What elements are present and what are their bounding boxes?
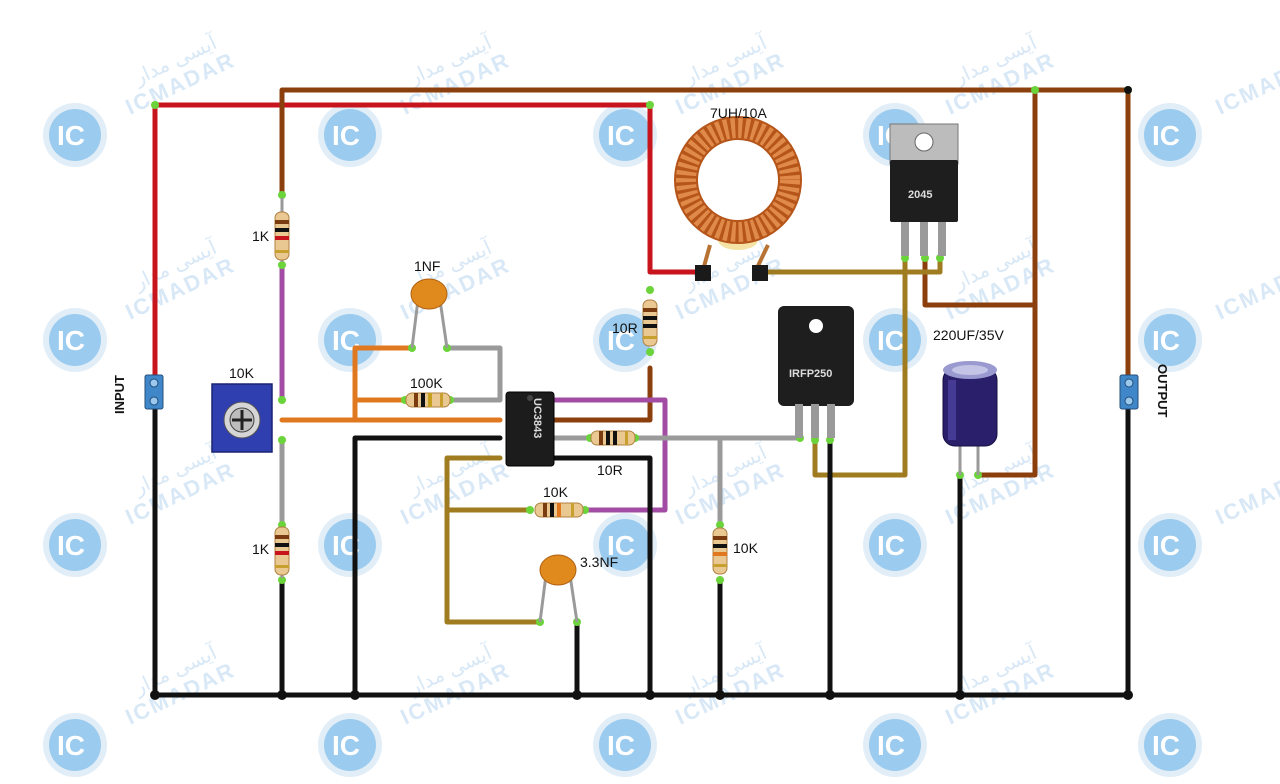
- input-terminal[interactable]: [144, 374, 164, 410]
- wire-brown-gate: [552, 365, 653, 423]
- svg-text:IC: IC: [1152, 730, 1180, 761]
- svg-text:IC: IC: [877, 730, 905, 761]
- wire-brown-cap: [975, 87, 1038, 478]
- resistor-1k-top[interactable]: [274, 198, 290, 262]
- svg-text:IC: IC: [57, 325, 85, 356]
- svg-text:IC: IC: [607, 530, 635, 561]
- diode-2045[interactable]: 2045: [889, 123, 959, 256]
- cap-1nf-label: 1NF: [414, 258, 440, 274]
- wires: [152, 87, 1131, 698]
- wire-black-cs: [552, 455, 653, 698]
- r-100k-label: 100K: [410, 375, 443, 391]
- svg-text:IC: IC: [1152, 325, 1180, 356]
- inductor-label: 7UH/10A: [710, 105, 767, 121]
- wire-olive-drain: [812, 255, 908, 478]
- resistor-10r-vertical[interactable]: [642, 299, 658, 347]
- svg-text:IC: IC: [607, 325, 635, 356]
- r-10r-horizontal-label: 10R: [597, 462, 623, 478]
- capacitor-3n3[interactable]: [538, 554, 579, 623]
- svg-text:ICMADAR: ICMADAR: [1212, 47, 1280, 119]
- mosfet-irfp250[interactable]: IRFP250: [778, 306, 854, 438]
- pot-label: 10K: [229, 365, 255, 381]
- r-10k-vertical-label: 10K: [733, 540, 759, 556]
- svg-text:ICMADAR: ICMADAR: [1212, 252, 1280, 324]
- svg-text:UC3843: UC3843: [531, 398, 543, 438]
- r-10r-vertical-label: 10R: [612, 320, 638, 336]
- r-top-label: 1K: [252, 228, 270, 244]
- cap-elec-label: 220UF/35V: [933, 327, 1004, 343]
- wire-gray-cap: [444, 345, 503, 403]
- wire-olive-rc: [444, 455, 543, 625]
- svg-text:IC: IC: [877, 325, 905, 356]
- wire-orange-comp: [352, 345, 415, 423]
- svg-text:IC: IC: [332, 120, 360, 151]
- r-10k-horizontal-label: 10K: [543, 484, 569, 500]
- junction-dots: [150, 86, 1133, 700]
- cap-3n3-label: 3.3NF: [580, 554, 618, 570]
- inductor-toroid[interactable]: [674, 116, 802, 281]
- capacitor-220uf[interactable]: [942, 361, 998, 475]
- potentiometer-10k[interactable]: [211, 383, 273, 453]
- input-label: INPUT: [112, 375, 127, 414]
- svg-text:IC: IC: [57, 120, 85, 151]
- svg-text:IC: IC: [57, 530, 85, 561]
- output-terminal[interactable]: [1119, 374, 1139, 410]
- wire-black-ic-gnd: [352, 435, 503, 698]
- svg-text:IC: IC: [1152, 120, 1180, 151]
- r-bottom-label: 1K: [252, 541, 270, 557]
- svg-text:IC: IC: [607, 730, 635, 761]
- svg-text:2045: 2045: [908, 189, 932, 201]
- wire-brown-top: [279, 87, 1131, 383]
- svg-text:IC: IC: [877, 530, 905, 561]
- resistor-1k-bottom[interactable]: [274, 526, 290, 578]
- resistor-10r-horizontal[interactable]: [590, 430, 636, 446]
- ic-uc3843[interactable]: UC3843: [505, 391, 555, 467]
- wire-olive-l1: [757, 255, 943, 275]
- svg-text:IC: IC: [57, 730, 85, 761]
- svg-text:IC: IC: [332, 730, 360, 761]
- capacitor-1nf[interactable]: [410, 278, 449, 349]
- wire-purple-rt: [552, 397, 668, 513]
- resistor-10k-vertical[interactable]: [712, 527, 728, 575]
- svg-text:ICMADAR: ICMADAR: [1212, 457, 1280, 529]
- svg-text:IC: IC: [607, 120, 635, 151]
- resistor-10k-horizontal[interactable]: [534, 502, 584, 518]
- svg-text:IRFP250: IRFP250: [789, 368, 832, 380]
- output-label: OUTPUT: [1155, 364, 1170, 418]
- svg-text:IC: IC: [1152, 530, 1180, 561]
- resistor-100k[interactable]: [405, 392, 451, 408]
- wire-black-gnd-in: [152, 397, 1131, 698]
